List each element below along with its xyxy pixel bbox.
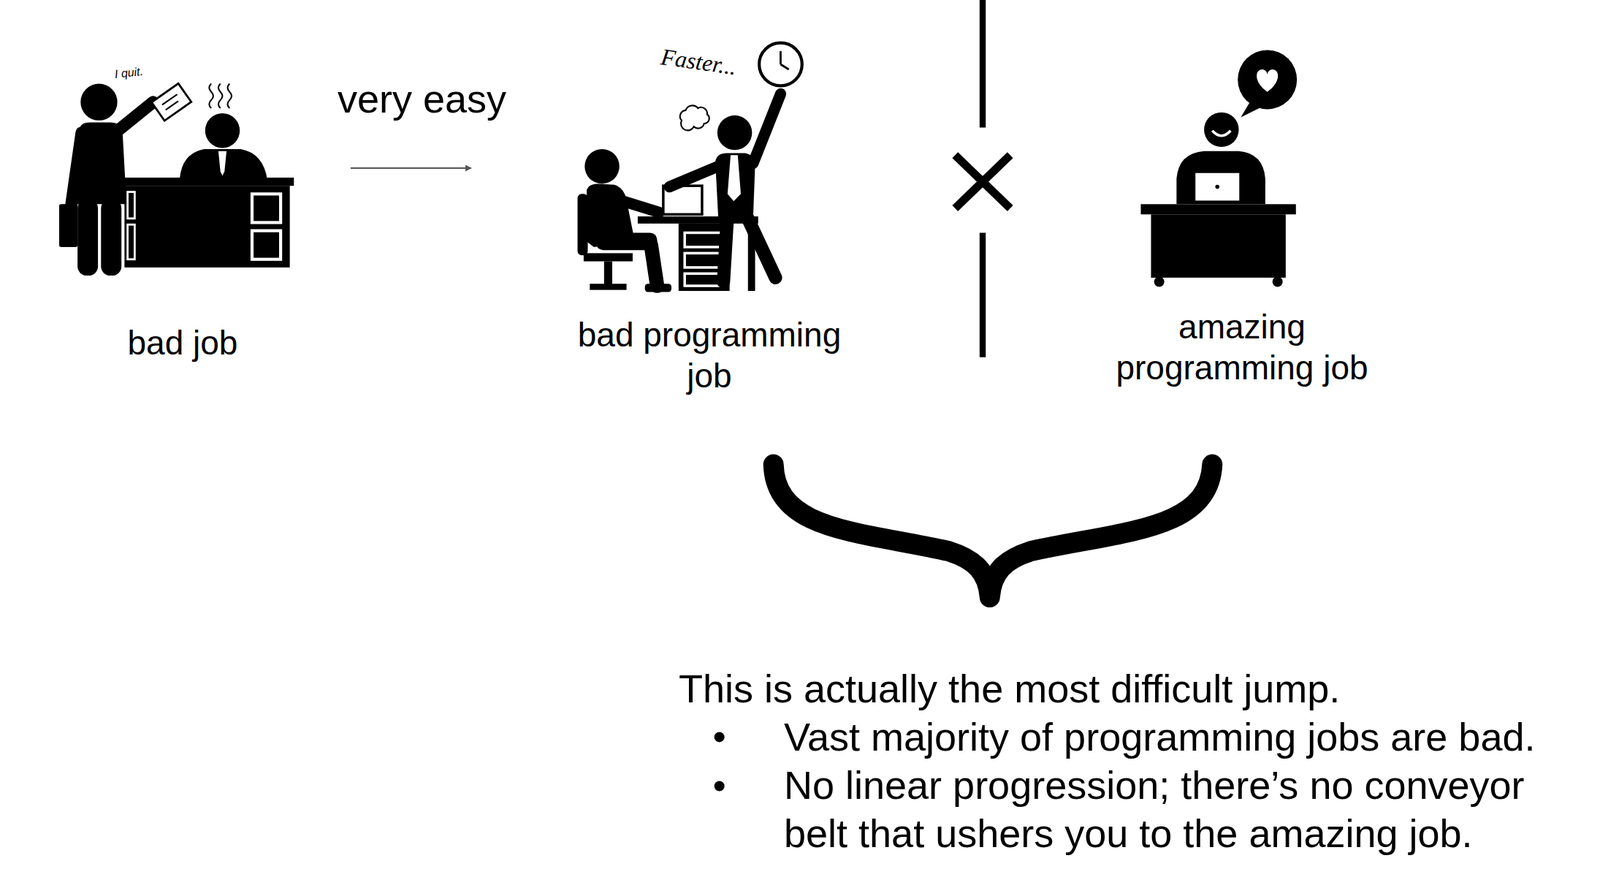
curly-brace (773, 463, 1213, 597)
bad-programming-job-icon (583, 252, 633, 261)
bad-programming-job-icon (780, 64, 789, 70)
bad-job-icon (227, 84, 232, 109)
bad-programming-job-icon (723, 214, 728, 282)
bullet-text: No linear progression; there’s no convey… (783, 761, 1592, 858)
bullet-dot (714, 731, 725, 742)
bad-programming-job-icon (589, 283, 627, 290)
bad-programming-job-icon (745, 214, 776, 278)
bad-job-icon (127, 192, 136, 219)
bad-programming-job-icon (645, 283, 672, 292)
bad-job-icon (151, 83, 192, 121)
bad-job-icon (208, 84, 214, 109)
bad-job-icon (59, 83, 294, 276)
bad-programming-job-icon (604, 261, 613, 287)
bad-job-icon (252, 230, 281, 260)
bad-job-icon (124, 185, 290, 268)
bad-job-icon (179, 149, 268, 180)
bad-programming-job-icon (753, 93, 782, 163)
amazing-programming-job-icon (1212, 130, 1231, 136)
edge-label: very easy (337, 75, 507, 123)
barrier-line (979, 0, 986, 128)
amazing-programming-job-icon (1154, 276, 1165, 288)
bad-programming-job-icon (717, 115, 752, 150)
icon-node: amazing programming job (1088, 43, 1396, 393)
bad-job-icon (151, 83, 192, 121)
amazing-programming-job-icon (1240, 100, 1264, 118)
note-heading: This is actually the most difficult jump… (678, 664, 1585, 714)
amazing-programming-job-icon (1214, 184, 1220, 190)
bad-job-icon (100, 198, 122, 276)
node-label: amazing programming job (1103, 306, 1381, 388)
bad-job-icon (205, 113, 240, 148)
bad-programming-job-icon (684, 252, 724, 268)
bad-job-icon (252, 193, 281, 223)
amazing-programming-job-icon (1140, 49, 1297, 287)
bad-job-icon (80, 84, 117, 121)
bad-programming-job-icon (779, 51, 782, 65)
amazing-programming-job-icon (1272, 276, 1283, 288)
speech-note: I quit. (113, 64, 144, 82)
bullet-text: Vast majority of programming jobs are ba… (783, 713, 1592, 762)
bad-programming-job-icon (684, 232, 724, 247)
bad-programming-job-icon (616, 198, 660, 212)
speech-note: Faster... (658, 42, 738, 82)
bad-job-icon (77, 198, 98, 276)
bad-job-icon (127, 224, 136, 259)
barrier-line (954, 154, 1010, 209)
amazing-programming-job-icon (1193, 171, 1241, 203)
bad-programming-job-icon (577, 43, 803, 293)
amazing-programming-job-icon (1176, 151, 1266, 205)
node-label: bad programming job (563, 314, 856, 396)
icon-node: bad job (51, 58, 315, 368)
barrier-line (954, 154, 1010, 209)
bad-job-icon (59, 203, 78, 247)
bad-job-icon (165, 100, 179, 110)
bad-programming-job-icon (669, 165, 721, 187)
amazing-programming-job-icon (1150, 214, 1286, 278)
bad-job-icon (71, 132, 82, 205)
bad-programming-job-icon (727, 154, 741, 201)
icon-node: bad programming job (555, 29, 863, 401)
bad-job-icon (118, 177, 294, 186)
bad-programming-job-icon (584, 149, 619, 184)
curly-brace (773, 463, 1213, 597)
bad-programming-job-icon (759, 43, 803, 87)
amazing-programming-job-icon (1237, 49, 1297, 109)
bad-programming-job-icon (650, 244, 657, 286)
bad-job-icon (218, 151, 227, 177)
barrier-line (954, 0, 1010, 358)
bullet-dot (714, 780, 725, 791)
bad-job-icon (115, 102, 154, 133)
amazing-programming-job-icon (1204, 112, 1239, 147)
bullet-dot (714, 731, 725, 791)
bad-programming-job-icon (680, 105, 710, 131)
amazing-programming-job-icon (1140, 203, 1296, 215)
amazing-programming-job-icon (1256, 69, 1278, 93)
bad-job-icon (218, 84, 223, 109)
arrow-connector (350, 167, 472, 169)
barrier-line (979, 232, 986, 357)
node-label: bad job (58, 322, 307, 364)
